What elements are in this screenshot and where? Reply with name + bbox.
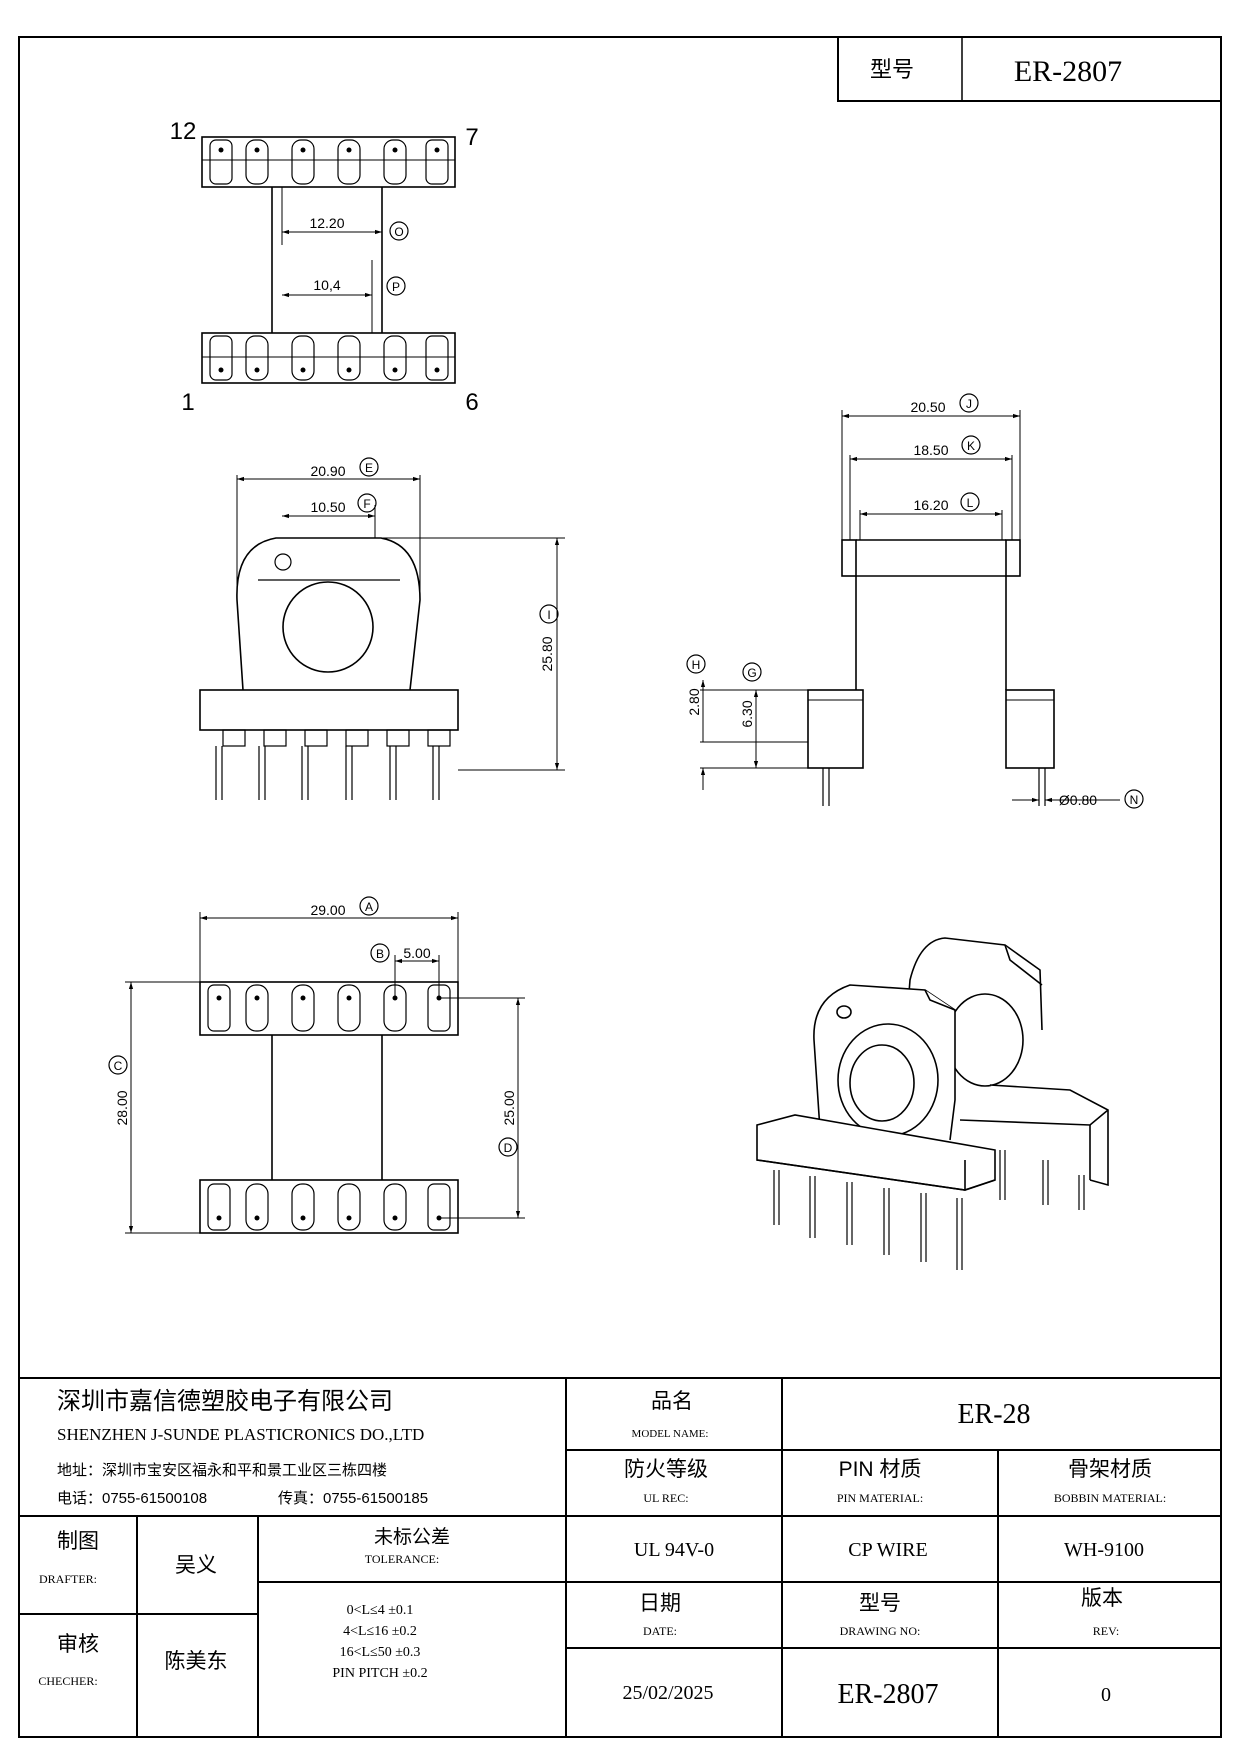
bobbin-material-label-en: BOBBIN MATERIAL: <box>1054 1491 1166 1505</box>
tolerance-row-3: 16<L≤50 ±0.3 <box>340 1645 421 1660</box>
date-label-en: DATE: <box>643 1624 677 1638</box>
isometric-view <box>756 937 1109 1270</box>
dim-K-value: 18.50 <box>913 442 948 458</box>
svg-text:E: E <box>365 461 373 475</box>
model-name-value: ER-28 <box>957 1399 1030 1430</box>
drafter-name: 吴义 <box>175 1554 217 1577</box>
dim-F-tag: F <box>357 493 377 513</box>
company-fax: 传真：0755-61500185 <box>278 1489 428 1507</box>
dim-I-value: 25.80 <box>539 636 555 671</box>
svg-text:D: D <box>504 1141 513 1155</box>
svg-text:B: B <box>376 947 384 961</box>
dim-E-tag: E <box>359 457 379 477</box>
model-name-label-en: MODEL NAME: <box>632 1428 709 1440</box>
dim-I-tag: I <box>539 604 559 624</box>
side-view <box>700 410 1120 806</box>
rev-label-cn: 版本 <box>1081 1587 1123 1610</box>
dim-O-value: 12.20 <box>309 215 344 231</box>
date-label-cn: 日期 <box>639 1592 681 1615</box>
dim-J-value: 20.50 <box>910 399 945 415</box>
svg-text:O: O <box>394 225 403 239</box>
dim-A-value: 29.00 <box>310 902 345 918</box>
company-name-en: SHENZHEN J-SUNDE PLASTICRONICS DO.,LTD <box>57 1425 424 1444</box>
checker-label-cn: 审核 <box>57 1633 99 1656</box>
svg-text:I: I <box>547 608 550 622</box>
tolerance-row-2: 4<L≤16 ±0.2 <box>343 1624 417 1639</box>
svg-text:F: F <box>363 497 370 511</box>
drawing-no-label-en: DRAWING NO: <box>840 1624 921 1638</box>
checker-name: 陈美东 <box>165 1650 228 1673</box>
sheet-border <box>18 36 1222 1738</box>
tolerance-row-4: PIN PITCH ±0.2 <box>332 1666 427 1681</box>
dim-A-tag: A <box>359 896 379 916</box>
pin-number-1: 1 <box>181 389 194 416</box>
bobbin-material-label-cn: 骨架材质 <box>1068 1458 1152 1481</box>
model-name-label-cn: 品名 <box>651 1390 693 1413</box>
drafter-label-cn: 制图 <box>57 1530 99 1553</box>
pin-material-label-en: PIN MATERIAL: <box>837 1491 923 1505</box>
svg-text:G: G <box>747 666 756 680</box>
dim-C-value: 28.00 <box>114 1090 130 1125</box>
ul-label-cn: 防火等级 <box>624 1458 708 1481</box>
header-model-box: 型号 ER-2807 <box>837 36 1222 102</box>
svg-text:K: K <box>967 439 975 453</box>
company-name-cn: 深圳市嘉信德塑胶电子有限公司 <box>57 1388 393 1415</box>
svg-text:N: N <box>1130 793 1139 807</box>
company-address: 地址：深圳市宝安区福永和平和景工业区三栋四楼 <box>57 1461 387 1479</box>
svg-text:H: H <box>692 658 701 672</box>
front-view <box>199 475 565 800</box>
dim-P-value: 10,4 <box>313 277 340 293</box>
tolerance-label-cn: 未标公差 <box>374 1526 450 1548</box>
dim-L-value: 16.20 <box>913 497 948 513</box>
dim-C-tag: C <box>108 1055 128 1075</box>
svg-text:P: P <box>392 280 400 294</box>
svg-text:C: C <box>114 1059 123 1073</box>
dim-H-value: 2.80 <box>686 688 702 715</box>
bottom-view <box>125 912 525 1234</box>
rev-value: 0 <box>1101 1684 1111 1706</box>
pin-number-12: 12 <box>170 118 197 145</box>
date-value: 25/02/2025 <box>622 1682 713 1704</box>
dim-P-tag: P <box>386 276 406 296</box>
top-view <box>201 136 456 384</box>
header-model-value: ER-2807 <box>1014 55 1122 88</box>
dim-N-tag: N <box>1124 789 1144 809</box>
svg-text:J: J <box>966 397 972 411</box>
dim-D-value: 25.00 <box>501 1090 517 1125</box>
checker-label-en: CHECHER: <box>38 1674 97 1688</box>
tolerance-label-en: TOLERANCE: <box>365 1552 439 1566</box>
header-model-label: 型号 <box>870 57 914 82</box>
pin-number-6: 6 <box>465 389 478 416</box>
dim-F-value: 10.50 <box>310 499 345 515</box>
dim-J-tag: J <box>959 393 979 413</box>
pin-material-label-cn: PIN 材质 <box>839 1458 922 1481</box>
dim-K-tag: K <box>961 435 981 455</box>
dim-B-tag: B <box>370 943 390 963</box>
svg-text:L: L <box>967 496 974 510</box>
dim-D-tag: D <box>498 1137 518 1157</box>
dim-H-tag: H <box>686 654 706 674</box>
bobbin-material-value: WH-9100 <box>1064 1539 1144 1561</box>
company-phone: 电话：0755-61500108 <box>57 1490 207 1507</box>
ul-value: UL 94V-0 <box>634 1539 714 1561</box>
dim-G-value: 6.30 <box>739 700 755 727</box>
dim-O-tag: O <box>389 221 409 241</box>
title-block-grid <box>19 1377 1221 1737</box>
dim-E-value: 20.90 <box>310 463 345 479</box>
dim-N-value: Ø0.80 <box>1059 792 1097 808</box>
dim-B-value: 5.00 <box>403 945 430 961</box>
pin-number-7: 7 <box>465 124 478 151</box>
svg-text:A: A <box>365 900 373 914</box>
pin-material-value: CP WIRE <box>848 1539 927 1561</box>
ul-label-en: UL REC: <box>643 1491 688 1505</box>
dim-L-tag: L <box>960 492 980 512</box>
drafter-label-en: DRAFTER: <box>39 1572 97 1586</box>
drawing-no-label-cn: 型号 <box>859 1592 901 1615</box>
rev-label-en: REV: <box>1093 1624 1119 1638</box>
dim-G-tag: G <box>742 662 762 682</box>
tolerance-row-1: 0<L≤4 ±0.1 <box>347 1603 414 1618</box>
drawing-no-value: ER-2807 <box>837 1679 938 1710</box>
